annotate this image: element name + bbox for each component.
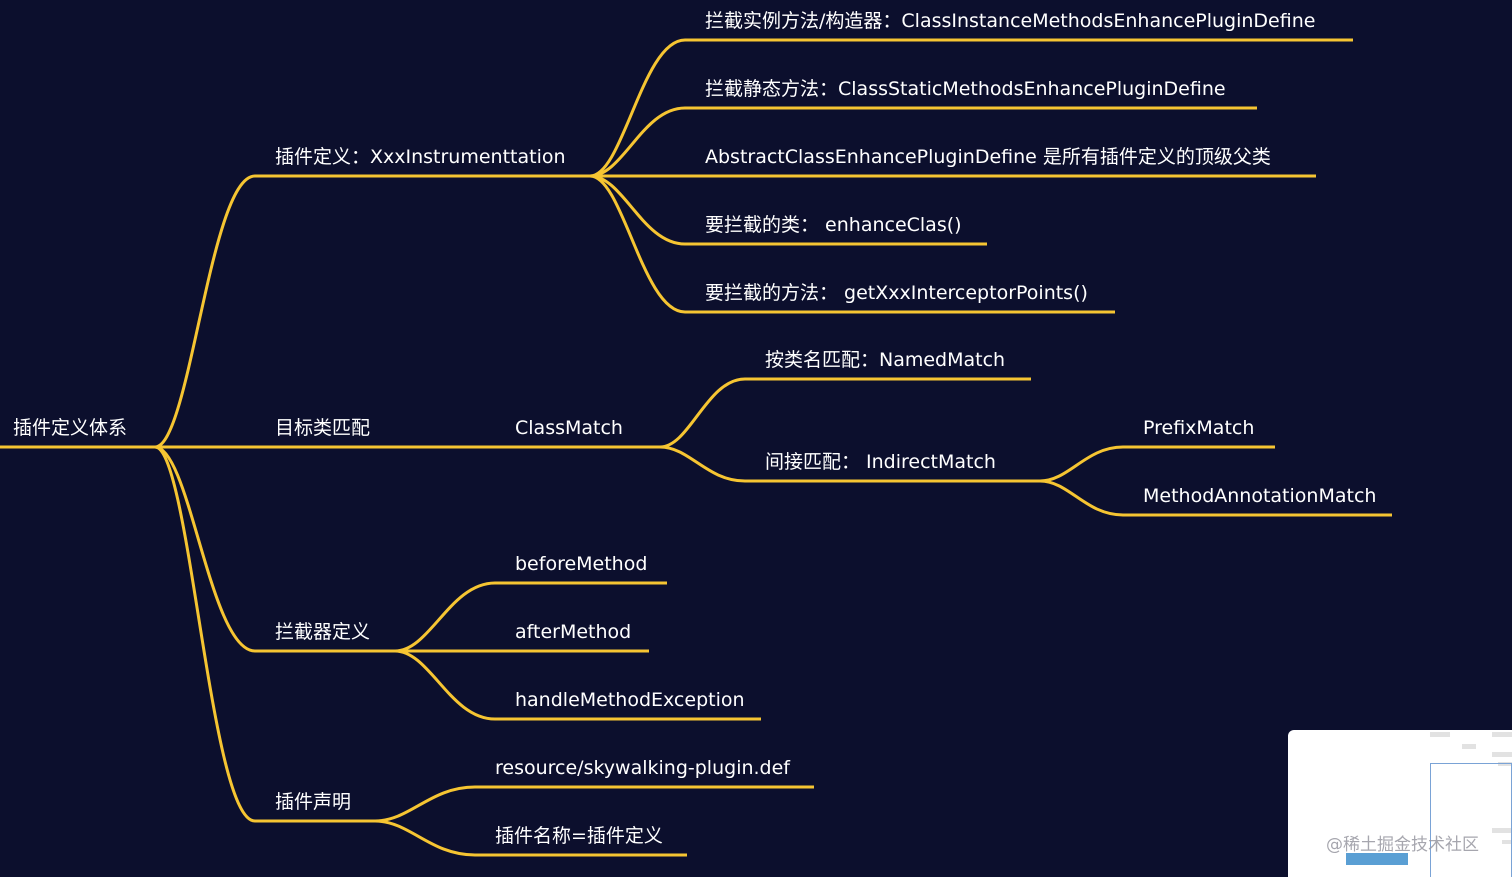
connector-line [393, 581, 497, 653]
connector-line [1038, 479, 1125, 517]
node-label: ClassMatch [515, 417, 623, 439]
connector-line [153, 445, 257, 823]
mindmap-nodes: 插件定义体系 插件定义：XxxInstrumenttation 拦截实例方法/构造器… [0, 10, 1392, 857]
node-class-match[interactable]: ClassMatch [475, 417, 660, 449]
node-label: 插件定义体系 [13, 417, 127, 439]
node-named-match[interactable]: 按类名匹配：NamedMatch [745, 349, 1031, 381]
node-handle-exception[interactable]: handleMethodException [495, 689, 761, 721]
connector-line [373, 819, 477, 857]
node-label: 拦截静态方法：ClassStaticMethodsEnhancePluginDe… [705, 78, 1226, 100]
node-label: 拦截器定义 [275, 621, 370, 643]
node-target-match[interactable]: 目标类匹配 [255, 417, 475, 449]
node-plugin-declare[interactable]: 插件声明 [255, 791, 375, 823]
node-prefix-match[interactable]: PrefixMatch [1123, 417, 1275, 449]
node-label: resource/skywalking-plugin.def [495, 757, 791, 779]
connector-line [1038, 445, 1125, 483]
node-pd-static[interactable]: 拦截静态方法：ClassStaticMethodsEnhancePluginDe… [685, 78, 1257, 110]
connector-line [373, 785, 477, 823]
connector-line [393, 649, 497, 721]
node-label: 按类名匹配：NamedMatch [765, 349, 1005, 371]
node-before-method[interactable]: beforeMethod [495, 553, 667, 585]
connector-line [588, 174, 687, 314]
node-def-format[interactable]: 插件名称=插件定义 [475, 825, 687, 857]
node-label: 拦截实例方法/构造器：ClassInstanceMethodsEnhancePl… [705, 10, 1315, 32]
node-label: 要拦截的类： enhanceClas() [705, 214, 962, 236]
node-label: 目标类匹配 [275, 417, 370, 439]
mindmap-connectors [153, 38, 1125, 857]
connector-line [588, 106, 687, 178]
node-label: beforeMethod [515, 553, 647, 575]
node-label: handleMethodException [515, 689, 745, 711]
connector-line [658, 445, 747, 483]
node-pd-instance[interactable]: 拦截实例方法/构造器：ClassInstanceMethodsEnhancePl… [685, 10, 1353, 42]
node-label: 插件声明 [275, 791, 351, 813]
minimap-highlight [1346, 853, 1408, 865]
node-pd-abstract[interactable]: AbstractClassEnhancePluginDefine 是所有插件定义… [685, 146, 1316, 178]
connector-line [153, 174, 257, 449]
node-label: MethodAnnotationMatch [1143, 485, 1376, 507]
connector-line [153, 445, 257, 653]
node-label: 间接匹配： IndirectMatch [765, 451, 996, 473]
connector-line [658, 377, 747, 449]
node-root[interactable]: 插件定义体系 [0, 417, 155, 449]
connector-line [588, 174, 687, 246]
node-label: 插件名称=插件定义 [495, 825, 663, 847]
node-pd-points[interactable]: 要拦截的方法： getXxxInterceptorPoints() [685, 282, 1115, 314]
node-method-annotation-match[interactable]: MethodAnnotationMatch [1123, 485, 1392, 517]
node-pd-enhance-class[interactable]: 要拦截的类： enhanceClas() [685, 214, 987, 246]
node-label: AbstractClassEnhancePluginDefine 是所有插件定义… [705, 146, 1271, 168]
connector-line [588, 38, 687, 178]
node-label: PrefixMatch [1143, 417, 1254, 439]
node-interceptor-define[interactable]: 拦截器定义 [255, 621, 395, 653]
watermark: @稀土掘金技术社区 [1326, 835, 1479, 855]
node-label: 要拦截的方法： getXxxInterceptorPoints() [705, 282, 1088, 304]
node-label: afterMethod [515, 621, 631, 643]
minimap-viewport[interactable] [1430, 763, 1512, 877]
node-after-method[interactable]: afterMethod [495, 621, 649, 653]
node-indirect-match[interactable]: 间接匹配： IndirectMatch [745, 451, 1040, 483]
node-def-file[interactable]: resource/skywalking-plugin.def [475, 757, 814, 789]
node-label: 插件定义：XxxInstrumenttation [275, 146, 566, 168]
node-plugin-define[interactable]: 插件定义：XxxInstrumenttation [255, 146, 590, 178]
